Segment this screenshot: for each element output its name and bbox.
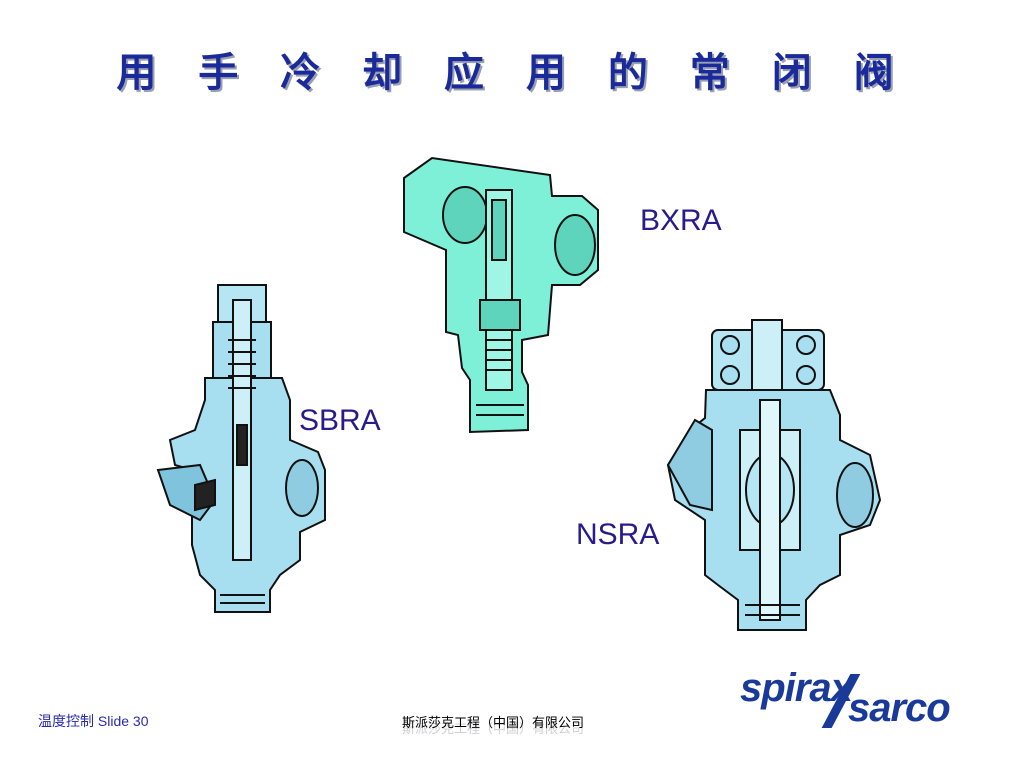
nsra-valve-illustration bbox=[666, 319, 882, 631]
bxra-valve-illustration bbox=[403, 156, 599, 434]
footer-slide-number: 温度控制 Slide 30 bbox=[38, 713, 149, 729]
slide-title: 用 手 冷 却 应 用 的 常 闭 阀 bbox=[116, 49, 908, 96]
bxra-label: BXRA bbox=[640, 204, 722, 237]
footer-company-name: 斯派莎克工程（中国）有限公司 bbox=[402, 716, 585, 731]
spirax-sarco-logo: spirax sarco bbox=[740, 666, 980, 730]
logo-word-sarco: sarco bbox=[848, 686, 951, 730]
sbra-label: SBRA bbox=[299, 404, 381, 437]
sbra-valve-illustration bbox=[156, 284, 326, 613]
nsra-label: NSRA bbox=[576, 518, 660, 551]
